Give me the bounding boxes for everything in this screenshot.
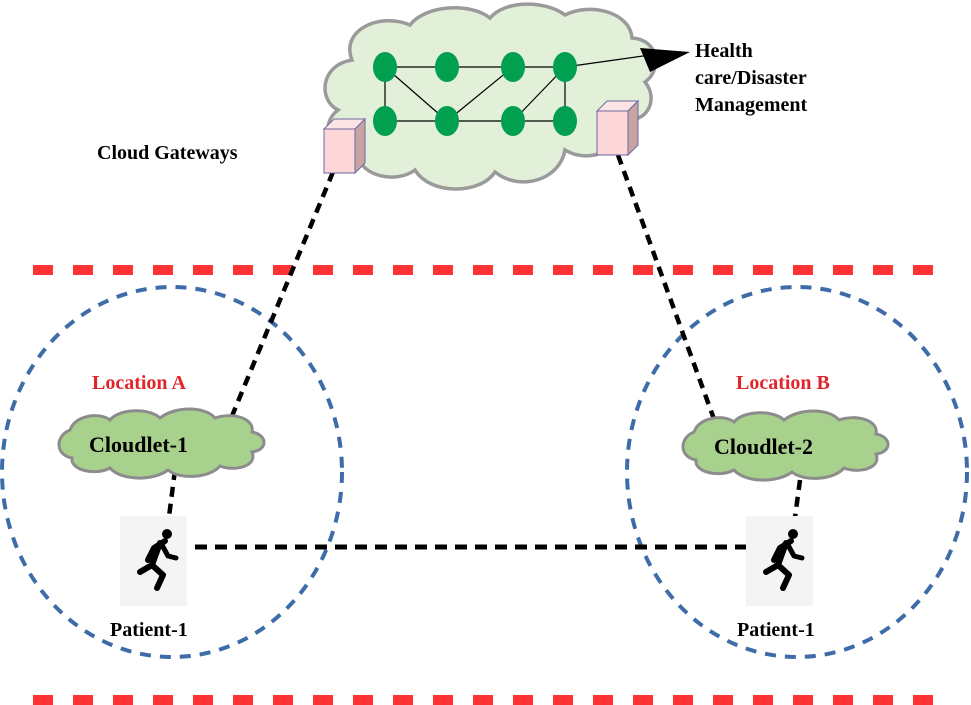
cloudlet-2-label: Cloudlet-2 xyxy=(714,434,813,459)
destination-label-line-2: care/Disaster xyxy=(695,67,807,89)
cloud-node xyxy=(501,52,525,82)
location-b-label: Location B xyxy=(736,372,830,394)
patient-right-label: Patient-1 xyxy=(737,619,815,641)
cloud-node xyxy=(435,52,459,82)
gateway-left-icon xyxy=(322,117,367,175)
gateway-right-icon xyxy=(595,99,640,157)
location-b-area xyxy=(625,285,969,659)
cloudlet-1-shape xyxy=(57,407,266,480)
destination-label-line-3: Management xyxy=(695,94,808,116)
cloud-node xyxy=(553,106,577,136)
cloudlet-1-label: Cloudlet-1 xyxy=(89,432,188,457)
patient-right-icon xyxy=(746,516,813,606)
location-a-label: Location A xyxy=(92,372,186,394)
cloud-node xyxy=(501,106,525,136)
link-gateway-right-to-cloudlet-2 xyxy=(615,154,721,431)
destination-arrowhead-icon xyxy=(640,48,690,72)
cloud-node xyxy=(373,52,397,82)
cloud-node xyxy=(553,52,577,82)
link-gateway-left-to-cloudlet-1 xyxy=(229,171,336,417)
destination-label-line-1: Health xyxy=(695,40,753,62)
location-a-area xyxy=(0,285,344,659)
cloud-nodes xyxy=(373,52,577,136)
patient-left-icon xyxy=(120,516,187,606)
link-cloud-to-destination xyxy=(564,54,651,68)
main-cloud xyxy=(323,2,658,191)
cloudlet-2-shape xyxy=(681,409,890,482)
cloud-node xyxy=(435,106,459,136)
cloud-gateways-label: Cloud Gateways xyxy=(97,142,238,164)
patient-left-label: Patient-1 xyxy=(110,619,188,641)
cloud-node xyxy=(373,106,397,136)
